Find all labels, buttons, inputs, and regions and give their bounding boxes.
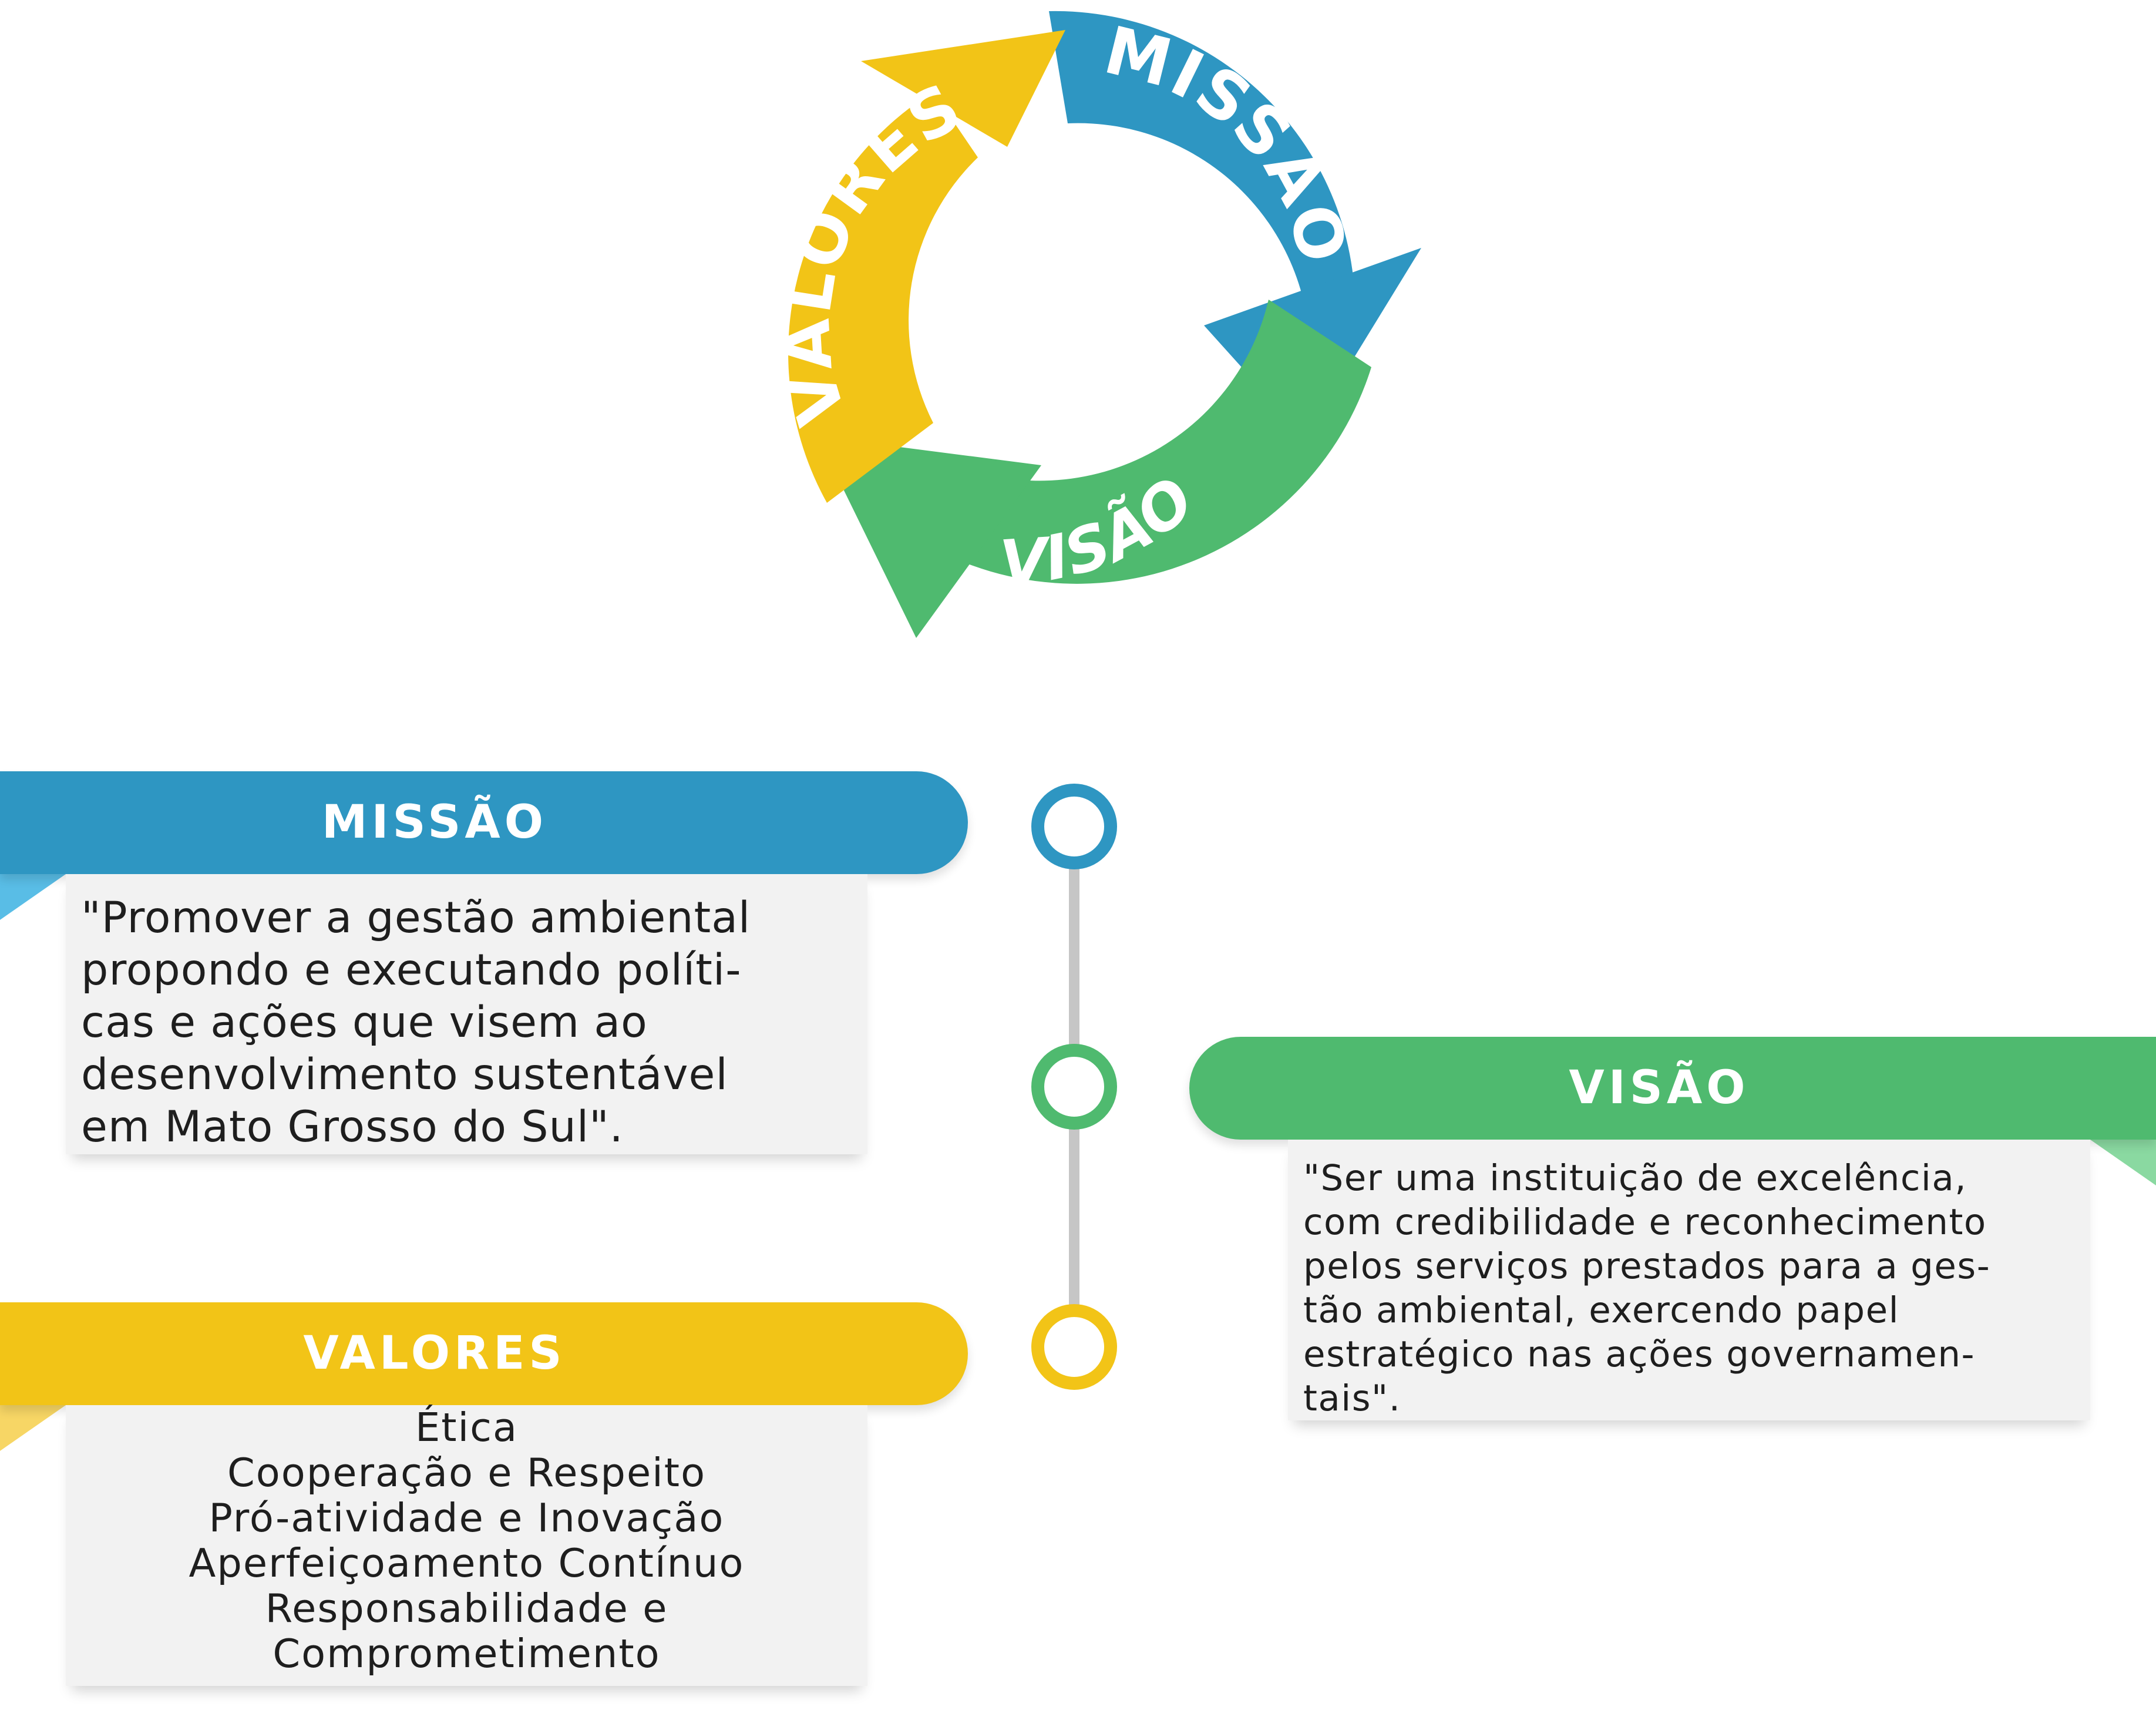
visao-line: estratégico nas ações governamen- bbox=[1303, 1333, 1976, 1375]
visao-node bbox=[1031, 1044, 1117, 1130]
valores-item: Cooperação e Respeito bbox=[227, 1450, 707, 1496]
valores-title: VALORES bbox=[303, 1327, 566, 1380]
missao-text-box: "Promover a gestão ambiental propondo e … bbox=[66, 874, 867, 1154]
visao-line: tão ambiental, exercendo papel bbox=[1303, 1289, 1900, 1331]
missao-line: propondo e executando políti- bbox=[81, 945, 742, 995]
valores-arrow bbox=[788, 30, 1065, 503]
missao-banner: MISSÃO bbox=[0, 771, 968, 874]
cycle-diagram: MISSÃO VISÃO VALORES bbox=[768, 11, 1421, 638]
visao-banner-fold bbox=[2090, 1140, 2156, 1185]
visao-text-box: "Ser uma instituição de excelência, com … bbox=[1288, 1140, 2090, 1420]
valores-item: Comprometimento bbox=[273, 1631, 661, 1677]
valores-banner-fold bbox=[0, 1405, 66, 1451]
visao-line: "Ser uma instituição de excelência, bbox=[1303, 1157, 1967, 1199]
visao-title: VISÃO bbox=[1569, 1061, 1750, 1114]
valores-banner: VALORES bbox=[0, 1302, 968, 1405]
missao-line: "Promover a gestão ambiental bbox=[81, 893, 751, 943]
visao-arrow bbox=[818, 300, 1371, 638]
valores-text-box: Ética Cooperação e Respeito Pró-atividad… bbox=[66, 1405, 867, 1686]
visao-banner: VISÃO bbox=[1189, 1037, 2156, 1140]
missao-line: desenvolvimento sustentável bbox=[81, 1050, 728, 1100]
missao-title: MISSÃO bbox=[321, 796, 548, 849]
visao-line: pelos serviços prestados para a ges- bbox=[1303, 1245, 1991, 1287]
missao-node bbox=[1031, 784, 1117, 869]
visao-line: com credibilidade e reconhecimento bbox=[1303, 1201, 1987, 1243]
valores-item: Ética bbox=[415, 1405, 519, 1450]
missao-banner-fold bbox=[0, 874, 66, 920]
missao-line: cas e ações que visem ao bbox=[81, 997, 648, 1047]
valores-item: Pró-atividade e Inovação bbox=[208, 1495, 725, 1541]
valores-item: Aperfeiçoamento Contínuo bbox=[189, 1540, 745, 1586]
valores-item: Responsabilidade e bbox=[265, 1585, 668, 1631]
missao-line: em Mato Grosso do Sul". bbox=[81, 1102, 624, 1152]
valores-node bbox=[1031, 1304, 1117, 1390]
visao-line: tais". bbox=[1303, 1378, 1401, 1419]
